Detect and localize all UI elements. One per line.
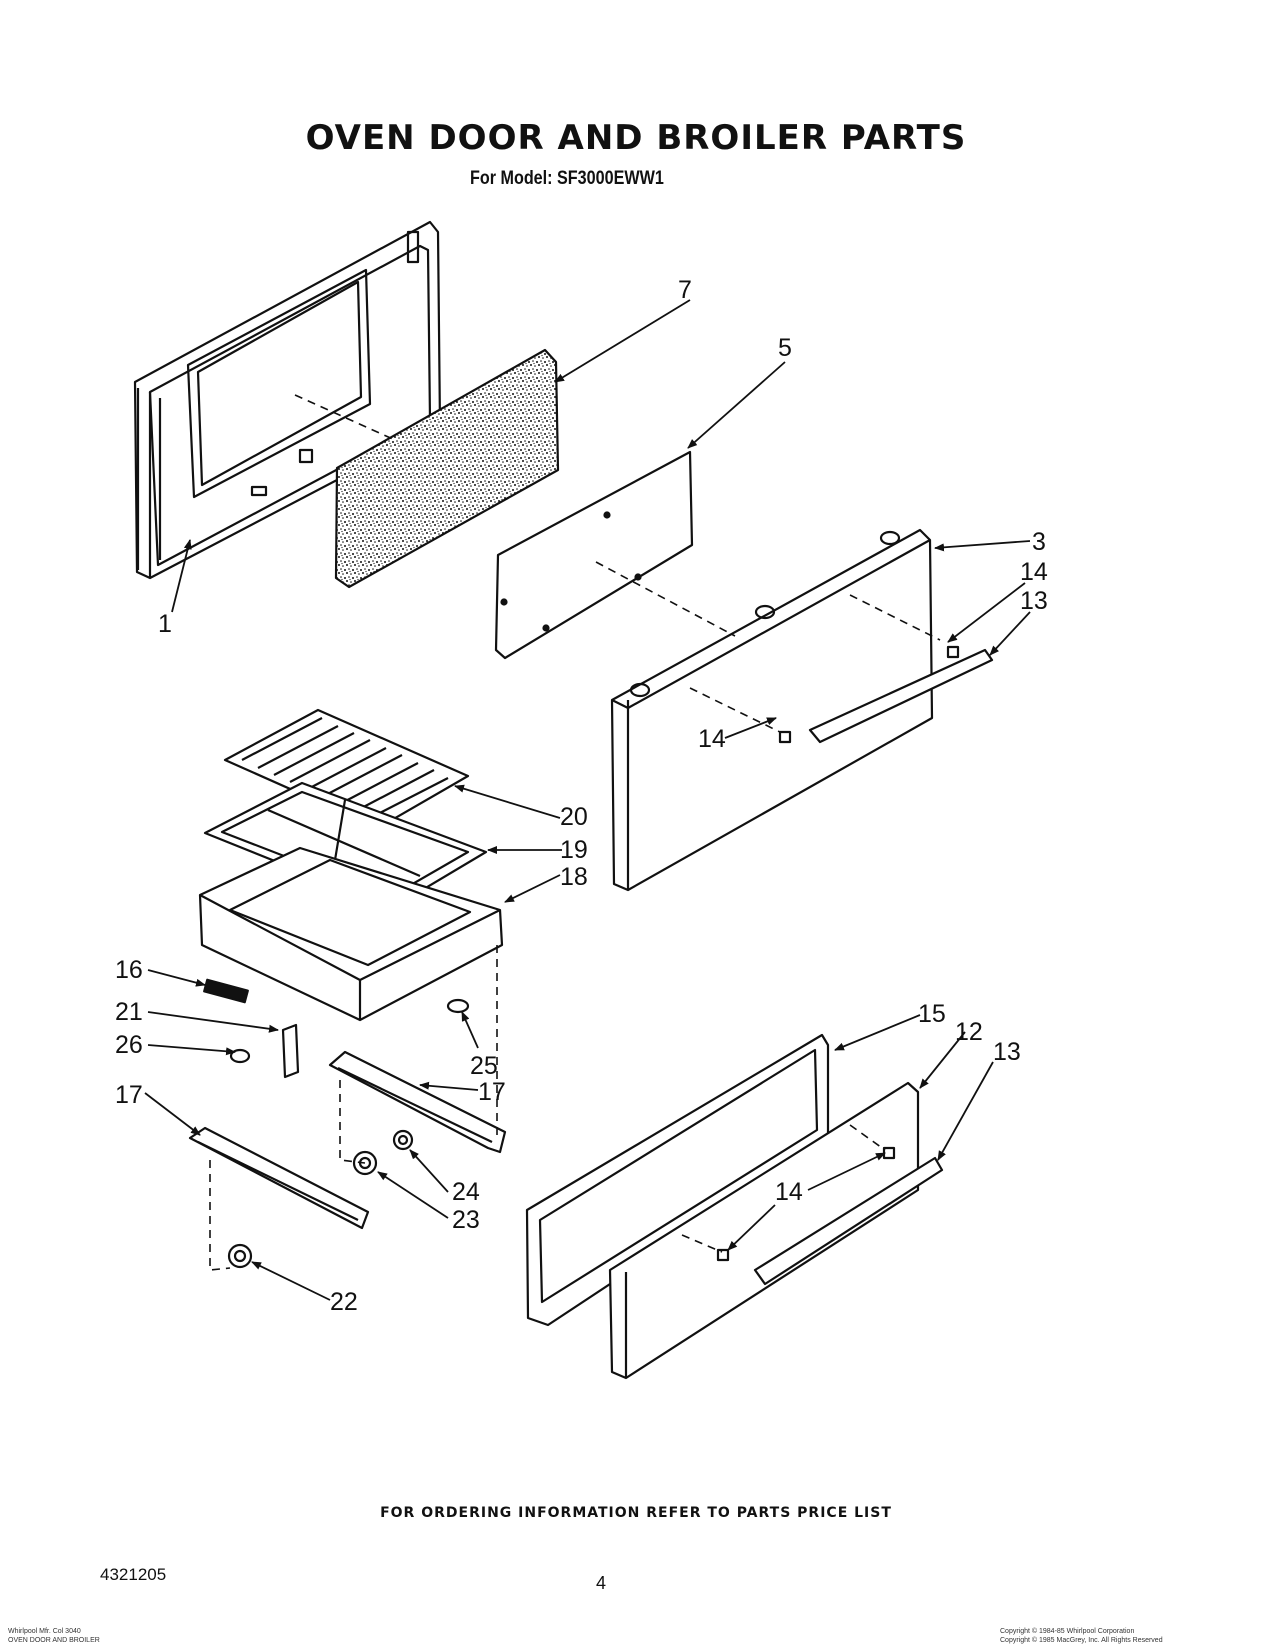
- catalog-number: 4321205: [100, 1565, 167, 1584]
- callout-7: 7: [678, 276, 692, 304]
- callout-1: 1: [158, 610, 172, 638]
- ordering-info: FOR ORDERING INFORMATION REFER TO PARTS …: [380, 1505, 892, 1521]
- callout-13-upper: 13: [1020, 587, 1048, 615]
- callout-14-door: 14: [698, 725, 726, 753]
- model-subtitle: For Model: SF3000EWW1: [470, 168, 664, 189]
- callout-12: 12: [955, 1018, 983, 1046]
- callout-20: 20: [560, 803, 588, 831]
- outer-oven-door: [610, 528, 994, 892]
- callout-24: 24: [452, 1178, 480, 1206]
- broiler-slide-rail-right: [328, 1050, 507, 1154]
- callout-23: 23: [452, 1206, 480, 1234]
- broiler-grid: [223, 708, 470, 830]
- callout-15: 15: [918, 1000, 946, 1028]
- callout-14-upper: 14: [1020, 558, 1048, 586]
- callout-21: 21: [115, 998, 143, 1026]
- callout-17-right: 17: [478, 1078, 506, 1106]
- fine-print-left-1: Whirlpool Mfr. Col 3040: [8, 1628, 81, 1635]
- callout-17-left: 17: [115, 1081, 143, 1109]
- broiler-pan: [198, 846, 504, 1022]
- page-number: 4: [596, 1573, 607, 1593]
- callout-13-lower: 13: [993, 1038, 1021, 1066]
- callout-3: 3: [1032, 528, 1046, 556]
- callout-19: 19: [560, 836, 588, 864]
- callout-25: 25: [470, 1052, 498, 1080]
- callout-18: 18: [560, 863, 588, 891]
- page-title: OVEN DOOR AND BROILER PARTS: [305, 118, 967, 158]
- broiler-pan-small-parts: [203, 978, 470, 1079]
- fine-print-right-2: Copyright © 1985 MacGrey, Inc. All Right…: [1000, 1637, 1163, 1644]
- broiler-slide-rail-left: [188, 1126, 370, 1230]
- fine-print-left-2: OVEN DOOR AND BROILER: [8, 1637, 100, 1644]
- door-glass-panel: [494, 450, 694, 660]
- callout-14-drawer: 14: [775, 1178, 803, 1206]
- callout-5: 5: [778, 334, 792, 362]
- door-insulation: [334, 348, 560, 589]
- alignment-lines: [209, 394, 941, 1271]
- fine-print-right-1: Copyright © 1984-85 Whirlpool Corporatio…: [1000, 1628, 1135, 1635]
- leader-arrows: [144, 299, 1031, 1301]
- callout-26: 26: [115, 1031, 143, 1059]
- drawer-front-panel: [608, 1081, 944, 1380]
- callout-16: 16: [115, 956, 143, 984]
- callout-22: 22: [330, 1288, 358, 1316]
